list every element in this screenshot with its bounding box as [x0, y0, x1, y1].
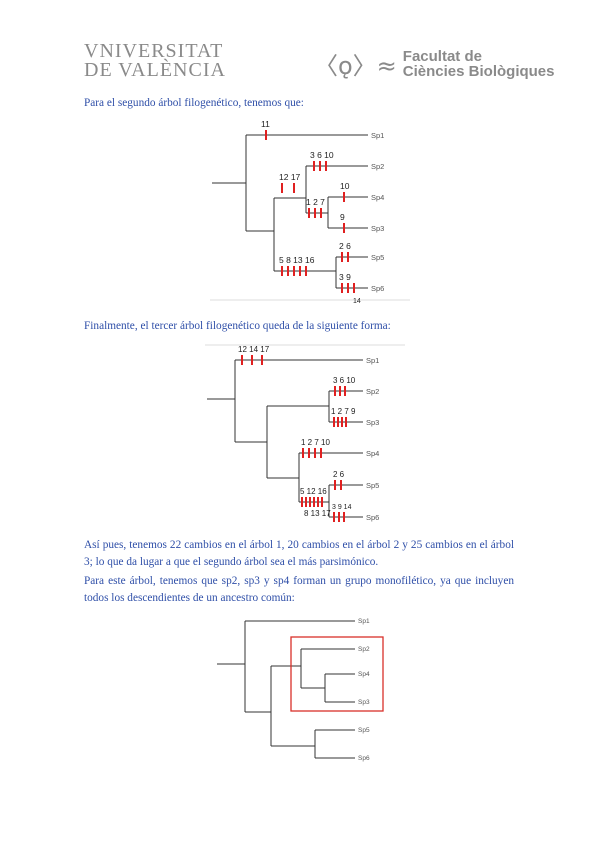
paragraph-tree3-intro: Finalmente, el tercer árbol filogenético…	[84, 320, 391, 332]
faculty-name-line2: Ciències Biològiques	[402, 62, 555, 80]
tree3-leaf-sp3: Sp3	[366, 418, 379, 427]
phylogenetic-tree-2: Sp1 Sp2 Sp4 Sp3 Sp5 Sp6 11 3 6 10 12 17 …	[210, 119, 410, 305]
tree3-change-label: 2 6	[333, 470, 345, 479]
tree3-change-label: 12 14 17	[238, 345, 270, 354]
phylogenetic-tree-3: Sp1 Sp2 Sp3 Sp4 Sp5 Sp6 12 14 17 3 6 10 …	[205, 344, 405, 522]
tree3-leaf-sp2: Sp2	[366, 387, 379, 396]
tree2-change-label: 14	[353, 298, 361, 305]
faculty-name-line1: Facultat de	[402, 47, 482, 65]
tree3-change-label: 1 2 7 10	[301, 438, 330, 447]
tree3-change-label: 3 6 10	[333, 376, 356, 385]
university-name-line2: DE VALÈNCIA	[84, 59, 226, 81]
tree3-change-label: 5 12 16	[300, 487, 327, 496]
tree3-change-label: 8 13 17	[304, 509, 331, 518]
university-name-line1: VNIVERSITAT	[84, 40, 224, 62]
tree4-leaf-sp2: Sp2	[358, 646, 370, 653]
tree3-leaf-sp5: Sp5	[366, 481, 379, 490]
tree2-leaf-sp5: Sp5	[371, 253, 384, 262]
tree3-change-label: 1 2 7 9	[331, 407, 356, 416]
tree2-change-label: 12 17	[279, 172, 301, 182]
faculty-logo: 〈ǫ〉≈ Facultat de Ciències Biològiques	[314, 46, 555, 81]
tree2-change-label: 3 6 10	[310, 150, 334, 160]
tree2-change-label: 5 8 13 16	[279, 255, 315, 265]
tree3-leaf-sp1: Sp1	[366, 356, 379, 365]
tree2-leaf-sp1: Sp1	[371, 131, 384, 140]
tree2-leaf-sp4: Sp4	[371, 193, 384, 202]
tree2-change-label: 10	[340, 181, 350, 191]
dna-molecule-icon: 〈ǫ〉≈	[314, 52, 397, 80]
tree3-leaf-sp6: Sp6	[366, 513, 379, 522]
university-logo: VNIVERSITAT DE VALÈNCIA	[84, 40, 226, 81]
tree2-change-label: 9	[340, 212, 345, 222]
tree3-leaf-sp4: Sp4	[366, 449, 379, 458]
tree4-leaf-sp1: Sp1	[358, 618, 370, 625]
monophyletic-group-highlight	[290, 636, 384, 712]
paragraph-monophyletic-group: Para este árbol, tenemos que sp2, sp3 y …	[84, 575, 514, 604]
tree2-change-label: 11	[261, 119, 270, 129]
tree4-leaf-sp4: Sp4	[358, 671, 370, 678]
paragraph-parsimony-summary: Así pues, tenemos 22 cambios en el árbol…	[84, 539, 514, 568]
tree2-leaf-sp2: Sp2	[371, 162, 384, 171]
tree4-leaf-sp6: Sp6	[358, 755, 370, 762]
tree4-leaf-sp5: Sp5	[358, 727, 370, 734]
tree2-leaf-sp6: Sp6	[371, 284, 384, 293]
tree2-change-label: 3 9	[339, 272, 351, 282]
paragraph-tree2-intro: Para el segundo árbol filogenético, tene…	[84, 97, 304, 109]
tree2-leaf-sp3: Sp3	[371, 224, 384, 233]
tree2-change-label: 1 2 7	[306, 197, 325, 207]
tree2-change-label: 2 6	[339, 241, 351, 251]
tree3-change-label: 3 9 14	[332, 504, 352, 511]
phylogenetic-tree-monophyletic: Sp1 Sp2 Sp4 Sp3 Sp5 Sp6	[217, 618, 384, 762]
tree4-leaf-sp3: Sp3	[358, 699, 370, 706]
